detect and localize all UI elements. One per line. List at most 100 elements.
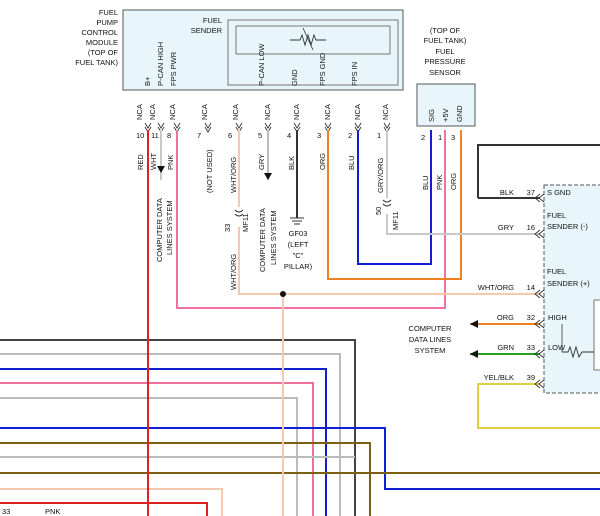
connector-label: NCA xyxy=(323,104,332,120)
fpcm-title-line: FUEL xyxy=(99,8,118,17)
cluster-rows: BLK 37 S GND GRY 16 FUEL SENDER (-) WHT/… xyxy=(478,188,590,382)
wire-gray-harness xyxy=(0,353,341,516)
cdl-right-label: DATA LINES xyxy=(409,335,451,344)
cluster-connector-terminals xyxy=(534,193,545,389)
pin-number: 11 xyxy=(151,131,159,140)
pin-number: 8 xyxy=(167,131,171,140)
fuel-sender-title-line: FUEL xyxy=(203,16,222,25)
fpcm-title-line: MODULE xyxy=(86,38,118,47)
pressure-sensor-box xyxy=(416,83,476,127)
sender-wiper-icon xyxy=(302,27,314,51)
cluster-pin-label: SENDER (+) xyxy=(547,279,590,288)
cluster-module-box xyxy=(543,184,600,394)
connector-label: NCA xyxy=(200,104,209,120)
wire-gray-harness-2 xyxy=(0,397,298,516)
wire-pink-harness xyxy=(0,382,314,516)
inline-connector-mf11-2 xyxy=(382,199,392,207)
cluster-resistor-icon xyxy=(562,345,594,359)
fpcm-title: FUEL PUMP CONTROL MODULE (TOP OF FUEL TA… xyxy=(75,8,118,67)
arrow-left-icon xyxy=(470,350,478,358)
inline-connector-mf11 xyxy=(234,209,244,217)
pin-number: 4 xyxy=(287,131,291,140)
cluster-pin-number: 39 xyxy=(527,373,535,382)
cdl-right-label: SYSTEM xyxy=(415,346,446,355)
wire-tan-harness xyxy=(0,488,223,516)
wire-yel-blk xyxy=(477,383,600,429)
sensor-pin-number: 2 xyxy=(421,133,425,142)
inline-connector-label: MF11 xyxy=(241,213,250,232)
wire-color-label: BLU xyxy=(347,155,356,170)
wire-fps-gnd-orange xyxy=(327,130,462,280)
cluster-pin-label: SENDER (-) xyxy=(547,222,588,231)
sensor-pin-name: SIG xyxy=(427,109,436,122)
wire-brown-harness xyxy=(0,442,371,516)
pin-name-fps-in: FPS IN xyxy=(350,62,359,86)
sensor-pin-number: 3 xyxy=(451,133,455,142)
wire-color-label: WHT/ORG xyxy=(229,157,238,193)
ground-icon xyxy=(290,217,304,225)
fpcm-title-line: PUMP xyxy=(96,18,118,27)
cluster-pin-number: 37 xyxy=(527,188,535,197)
sensor-pin-name: GND xyxy=(455,105,464,122)
sensor-pin-name: +5V xyxy=(441,108,450,122)
cdl-label: LINES SYSTEM xyxy=(165,200,174,255)
bottom-pin-number: 33 xyxy=(2,507,10,516)
ground-label: (LEFT xyxy=(288,240,309,249)
pressure-sensor-title-line: FUEL xyxy=(435,47,454,56)
connector-label: NCA xyxy=(292,104,301,120)
fpcm-module-box xyxy=(122,9,404,91)
ground-label: PILLAR) xyxy=(284,262,313,271)
wire-color-label: WHT/ORG xyxy=(229,254,238,290)
cluster-pin-label: FUEL xyxy=(547,267,566,276)
connector-label: NCA xyxy=(263,104,272,120)
pin-name-p-can-high: P-CAN HIGH xyxy=(156,42,165,86)
cluster-wire-color: GRN xyxy=(497,343,514,352)
cluster-pin-label: S GND xyxy=(547,188,571,197)
pin-number: 2 xyxy=(348,131,352,140)
fpcm-title-line: CONTROL xyxy=(81,28,118,37)
cluster-pin-number: 33 xyxy=(527,343,535,352)
cluster-pin-label: FUEL xyxy=(547,211,566,220)
fpcm-title-line: FUEL TANK) xyxy=(75,58,118,67)
wire-color-label: BLK xyxy=(287,156,296,170)
wire-red-harness xyxy=(0,502,208,516)
fuel-sender-title-line: SENDER xyxy=(191,26,223,35)
wire-color-label: GRY xyxy=(257,154,266,170)
splice-dot xyxy=(280,291,286,297)
wire-color-label: (NOT USED) xyxy=(205,149,214,193)
cluster-wire-color: GRY xyxy=(498,223,514,232)
connector-label: NCA xyxy=(148,104,157,120)
pin-name-gnd: GND xyxy=(290,69,299,86)
connector-label: NCA xyxy=(135,104,144,120)
pin-number: 5 xyxy=(258,131,262,140)
fuel-sender-inner-box xyxy=(235,25,391,55)
cluster-pin-label: HIGH xyxy=(548,313,567,322)
wire-color-label: RED xyxy=(136,154,145,170)
wire-wht-org-lower xyxy=(238,227,284,516)
pressure-sensor-title: (TOP OF FUEL TANK) FUEL PRESSURE SENSOR xyxy=(424,26,467,77)
cdl-label: COMPUTER DATA xyxy=(258,208,267,272)
sensor-pin-number: 1 xyxy=(438,133,442,142)
ground-label: GF03 xyxy=(289,229,308,238)
wire-color-label: WHT xyxy=(149,153,158,170)
inline-connector-label: MF11 xyxy=(391,211,400,230)
wire-fps-in-blue xyxy=(357,130,432,265)
wire-blue-harness xyxy=(0,368,327,516)
sender-resistor-icon xyxy=(290,33,326,47)
pin-number: 10 xyxy=(136,131,144,140)
cdl-label: COMPUTER DATA xyxy=(155,198,164,262)
wire-gry-org-lower xyxy=(386,214,540,235)
arrow-cdl-icon xyxy=(264,173,272,180)
cluster-inner-box xyxy=(593,299,600,371)
connector-label: NCA xyxy=(231,104,240,120)
pin-number: 1 xyxy=(377,131,381,140)
wire-color-label: GRY/ORG xyxy=(376,158,385,193)
ground-label: "C" xyxy=(293,251,304,260)
wire-color-label: PNK xyxy=(166,155,175,170)
arrow-cdl-icon xyxy=(157,166,165,173)
sensor-wire-color: ORG xyxy=(449,173,458,190)
pressure-sensor-title-line: (TOP OF xyxy=(430,26,461,35)
wire-cluster-black xyxy=(477,144,600,198)
